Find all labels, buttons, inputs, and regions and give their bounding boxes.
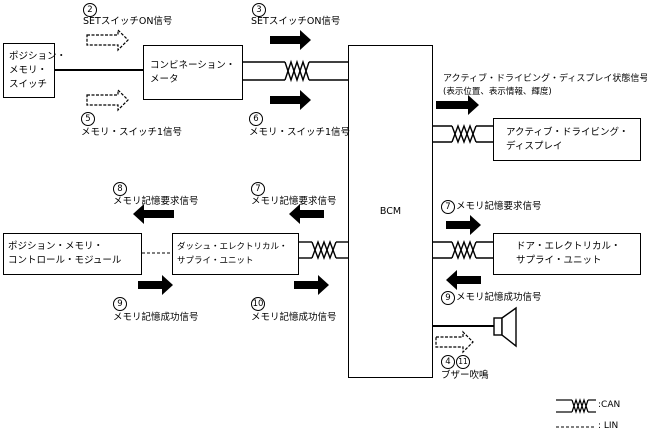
signal-label-active-display-state: アクティブ・ドライビング・ディスプレイ状態信号 xyxy=(443,74,647,84)
combination-meter: コンビネーション・ メータ xyxy=(143,45,243,100)
signal-label-active-display-detail: (表示位置、表示情報、輝度) xyxy=(443,87,552,97)
legend-lin-label: : LIN xyxy=(598,421,619,431)
arrow-s8 xyxy=(133,204,174,224)
arrow-buzzer xyxy=(435,330,474,354)
signal-number-7b: 7 xyxy=(441,200,455,214)
signal-label-memory-success-1: メモリ記憶成功信号 xyxy=(113,312,199,323)
buzzer-speaker-icon xyxy=(493,306,517,348)
arrow-s6 xyxy=(270,90,311,110)
legend-can-label: :CAN xyxy=(598,400,621,410)
can-bus-bcm-display xyxy=(433,124,493,144)
bcm-unit: BCM xyxy=(348,45,433,378)
arrow-s3 xyxy=(270,30,311,50)
signal-label-set-on-2: SETスイッチON信号 xyxy=(251,16,341,27)
arrow-s2 xyxy=(86,28,129,52)
signal-number-11: 11 xyxy=(456,355,470,369)
arrow-active-state xyxy=(436,95,479,115)
active-driving-display: アクティブ・ドライビング・ ディスプレイ xyxy=(493,118,641,161)
dash-electrical-supply-unit: ダッシュ・エレクトリカル・ サプライ・ユニット xyxy=(172,233,299,275)
arrow-s9b xyxy=(446,270,481,290)
signal-label-memory-success-3: メモリ記憶成功信号 xyxy=(456,292,542,303)
signal-number-10: 10 xyxy=(251,297,265,311)
signal-number-8: 8 xyxy=(113,182,127,196)
can-bus-dash-bcm xyxy=(299,240,348,260)
signal-number-5: 5 xyxy=(81,112,95,126)
signal-number-2: 2 xyxy=(83,3,97,17)
signal-label-memory-switch-1: メモリ・スイッチ1信号 xyxy=(81,127,183,138)
signal-label-memory-request-2: メモリ記憶要求信号 xyxy=(251,196,337,207)
door-electrical-supply-unit: ドア・エレクトリカル・ サプライ・ユニット xyxy=(493,233,641,275)
signal-number-4: 4 xyxy=(441,355,455,369)
legend-can-symbol xyxy=(556,398,596,414)
arrow-s5 xyxy=(86,88,129,112)
signal-label-memory-request-1: メモリ記憶要求信号 xyxy=(113,196,199,207)
signal-number-6: 6 xyxy=(249,112,263,126)
arrow-s7a xyxy=(289,204,324,224)
arrow-s9a xyxy=(138,275,173,295)
arrow-s7b xyxy=(446,215,481,235)
signal-number-7a: 7 xyxy=(251,182,265,196)
can-bus-meter-bcm xyxy=(243,59,348,83)
signal-number-3: 3 xyxy=(252,3,266,17)
position-memory-switch: ポジション・ メモリ・ スイッチ xyxy=(3,43,66,98)
can-bus-bcm-door xyxy=(433,240,493,260)
signal-number-9a: 9 xyxy=(113,297,127,311)
arrow-s10 xyxy=(294,275,329,295)
position-memory-control-module: ポジション・メモリ・ コントロール・モジュール xyxy=(3,233,142,275)
signal-number-9b: 9 xyxy=(441,291,455,305)
signal-label-memory-request-3: メモリ記憶要求信号 xyxy=(456,201,542,212)
signal-label-memory-switch-2: メモリ・スイッチ1信号 xyxy=(249,127,351,138)
signal-label-buzzer: ブザー吹鳴 xyxy=(441,370,489,381)
signal-label-memory-success-2: メモリ記憶成功信号 xyxy=(251,312,337,323)
signal-label-set-on-1: SETスイッチON信号 xyxy=(83,16,173,27)
